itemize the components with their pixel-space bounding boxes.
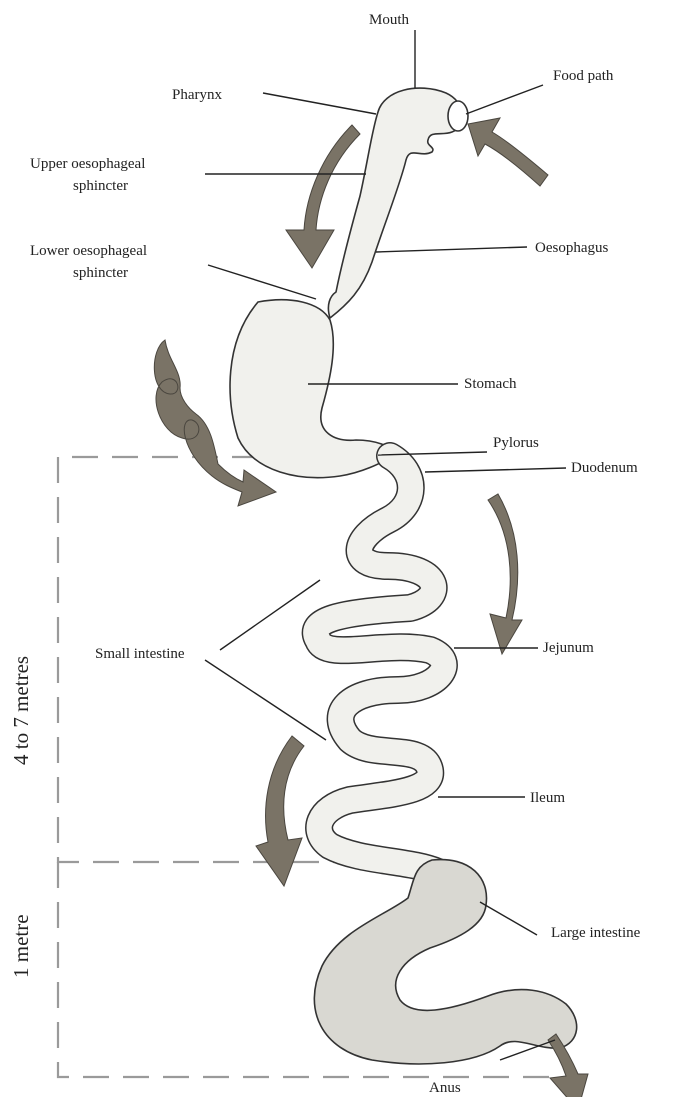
anus-label: Anus	[429, 1080, 461, 1096]
large-intestine-organ	[314, 860, 576, 1064]
small-intestine-length-label: 4 to 7 metres	[9, 656, 33, 765]
measurement-brackets	[58, 457, 558, 1077]
small-intestine-label: Small intestine	[95, 646, 185, 662]
lower-sphincter-label-line2: sphincter	[73, 265, 128, 281]
mouth-label: Mouth	[369, 12, 410, 28]
stomach-label: Stomach	[464, 376, 517, 392]
pharynx-label: Pharynx	[172, 87, 222, 103]
lower-sphincter-label-line1: Lower oesophageal	[30, 243, 147, 259]
food-path-arrow	[468, 118, 548, 186]
food-path-label: Food path	[553, 68, 614, 84]
duodenum-label: Duodenum	[571, 460, 638, 476]
oesophagus-label: Oesophagus	[535, 240, 608, 256]
large-intestine-length-label: 1 metre	[9, 914, 33, 978]
peristalsis-arrow-lower	[256, 736, 304, 886]
jejunum-label: Jejunum	[543, 640, 594, 656]
upper-sphincter-label-line2: sphincter	[73, 178, 128, 194]
peristalsis-arrow-upper	[488, 494, 522, 654]
mouth-oesophagus-organ	[328, 88, 468, 318]
upper-sphincter-label-line1: Upper oesophageal	[30, 156, 145, 172]
large-intestine-label: Large intestine	[551, 925, 641, 941]
stomach-organ	[230, 300, 398, 478]
pylorus-label: Pylorus	[493, 435, 539, 451]
ileum-label: Ileum	[530, 790, 565, 806]
